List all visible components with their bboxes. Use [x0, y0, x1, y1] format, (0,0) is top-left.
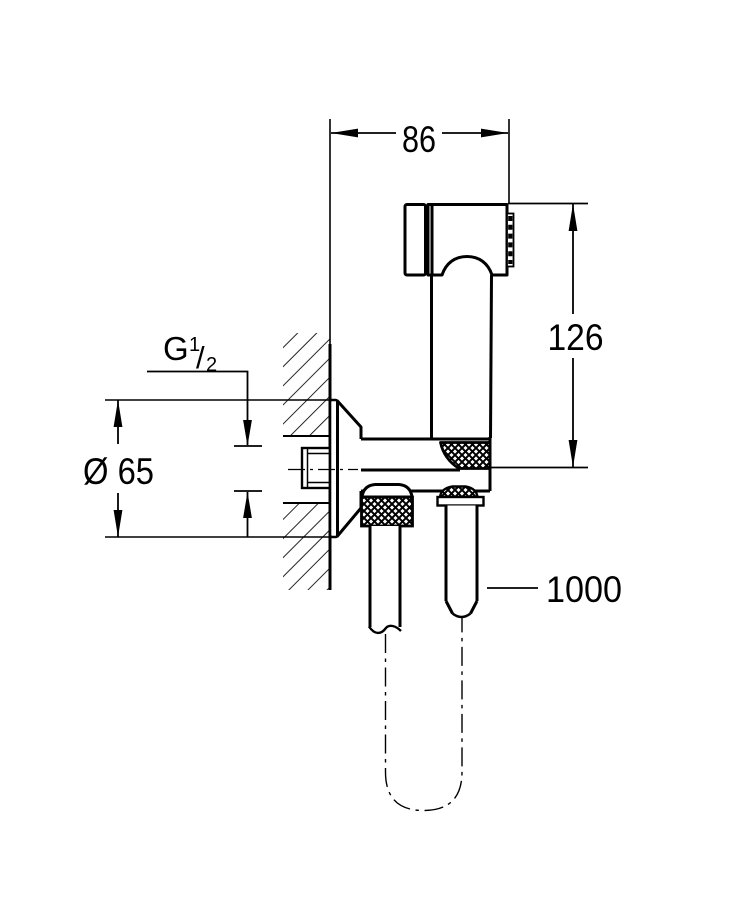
g12-arrow-up	[243, 492, 252, 518]
wall-hatch-lower	[283, 503, 330, 590]
handle-right-edge	[489, 274, 493, 439]
wall-hatch-upper	[283, 333, 330, 436]
dimension-diameter-65: Ø 65	[83, 399, 337, 538]
shaft-break-symbol	[451, 612, 472, 619]
nipple-body	[300, 446, 332, 490]
hex-nipple	[300, 446, 332, 490]
dim86-value: 86	[402, 119, 436, 160]
outlet-dome	[360, 483, 414, 499]
g12-numerator: 1	[189, 334, 200, 356]
hose-length-callout: 1000	[487, 569, 622, 610]
dim86-arrow-right	[481, 128, 508, 138]
hose-length-value: 1000	[546, 569, 622, 610]
wall-flange	[328, 398, 363, 539]
dim65-value: Ø 65	[83, 451, 154, 492]
wall-section	[283, 119, 334, 590]
outlet-tube-fill	[370, 526, 400, 627]
thread-callout-g12: G 1 / 2	[147, 330, 262, 537]
tube-break-symbol	[368, 624, 402, 635]
g12-arrow-down	[243, 420, 252, 446]
hose-cone-nut	[438, 485, 479, 499]
dim126-arrow-top	[568, 204, 578, 231]
g12-denominator: 2	[206, 354, 217, 376]
hose-washer	[436, 495, 485, 507]
hose-shaft-fill	[446, 505, 477, 602]
dim126-value: 126	[548, 317, 604, 358]
dimension-126: 126	[491, 202, 604, 469]
dim86-arrow-left	[331, 128, 358, 138]
handle-hose-connection	[436, 485, 485, 619]
spray-face-strip	[506, 212, 515, 268]
shaft-chamfer-right	[469, 600, 479, 615]
handle-knurled-cone-nut	[439, 441, 492, 470]
spray-head-back-cap	[403, 203, 427, 277]
dimension-86: 86	[331, 119, 510, 203]
g12-leader-line	[147, 370, 249, 445]
flange-cone	[336, 399, 363, 538]
dim65-arrow-top	[113, 400, 123, 427]
dim126-arrow-bottom	[568, 440, 578, 467]
holder-arm	[358, 437, 492, 493]
hose-loop-centerline	[384, 618, 463, 812]
shaft-chamfer-left	[444, 600, 454, 615]
outlet-knurled-nut	[360, 495, 414, 528]
g12-slash: /	[196, 340, 205, 375]
dim65-arrow-bottom	[113, 510, 123, 537]
outlet-connection	[360, 483, 414, 635]
hand-shower	[403, 203, 515, 439]
g12-letter: G	[163, 330, 189, 367]
spray-head-body	[426, 203, 509, 277]
